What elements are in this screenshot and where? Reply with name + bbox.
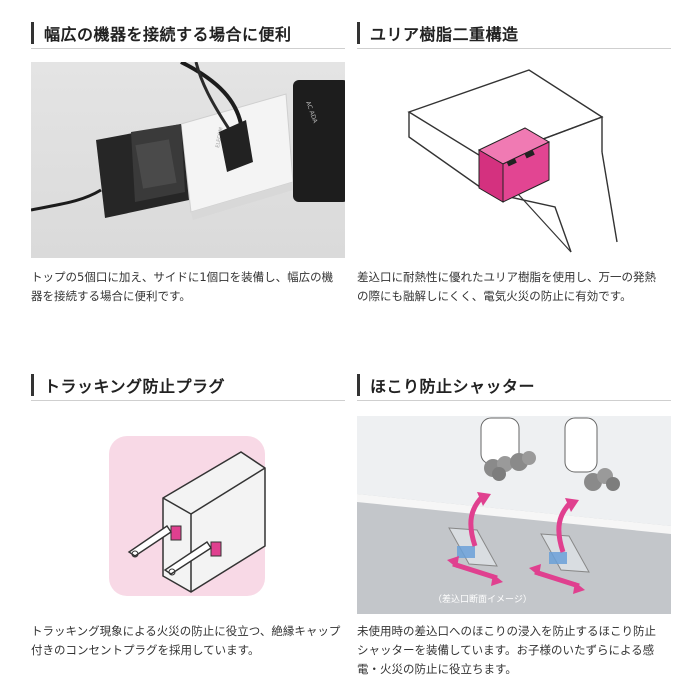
tracking-plug-illustration [31, 416, 345, 612]
section-header: ユリア樹脂二重構造 [357, 18, 671, 49]
power-strip-photo: ELECOM AC ADA [31, 62, 345, 258]
section-title: トラッキング防止プラグ [44, 377, 226, 396]
outlet-structure-illustration [357, 62, 671, 258]
heading-bar [31, 22, 34, 44]
brand-label: ELECOM [215, 127, 225, 149]
section-title: ほこり防止シャッター [370, 377, 536, 396]
feature-wide-device: 幅広の機器を接続する場合に便利 ELECOM [31, 18, 345, 303]
section-description: トップの5個口に加え、サイドに1個口を装備し、幅広の機器を接続する場合に便利です… [31, 270, 334, 303]
section-title: 幅広の機器を接続する場合に便利 [44, 25, 292, 44]
feature-tracking-plug: トラッキング防止プラグ トラッキング現象による火災の防止に役立つ、絶縁キャップ付… [31, 370, 345, 657]
dust-shutter-illustration: （差込口断面イメージ） [357, 416, 671, 614]
section-title: ユリア樹脂二重構造 [370, 25, 519, 44]
section-header: ほこり防止シャッター [357, 370, 671, 401]
feature-urea-resin: ユリア樹脂二重構造 差込口に耐熱性に優れたユリア樹脂を使用し、万一の発熱の際にも… [357, 18, 671, 303]
section-description: トラッキング現象による火災の防止に役立つ、絶縁キャップ付きのコンセントプラグを採… [31, 624, 341, 657]
heading-bar [357, 22, 360, 44]
section-header: トラッキング防止プラグ [31, 370, 345, 401]
feature-dust-shutter: ほこり防止シャッター [357, 370, 671, 676]
section-description: 差込口に耐熱性に優れたユリア樹脂を使用し、万一の発熱の際にも融解しにくく、電気火… [357, 270, 656, 303]
section-header: 幅広の機器を接続する場合に便利 [31, 18, 345, 49]
heading-bar [357, 374, 360, 396]
section-description: 未使用時の差込口へのほこりの浸入を防止するほこり防止シャッターを装備しています。… [357, 624, 656, 676]
shutter-caption: （差込口断面イメージ） [433, 593, 532, 605]
heading-bar [31, 374, 34, 396]
